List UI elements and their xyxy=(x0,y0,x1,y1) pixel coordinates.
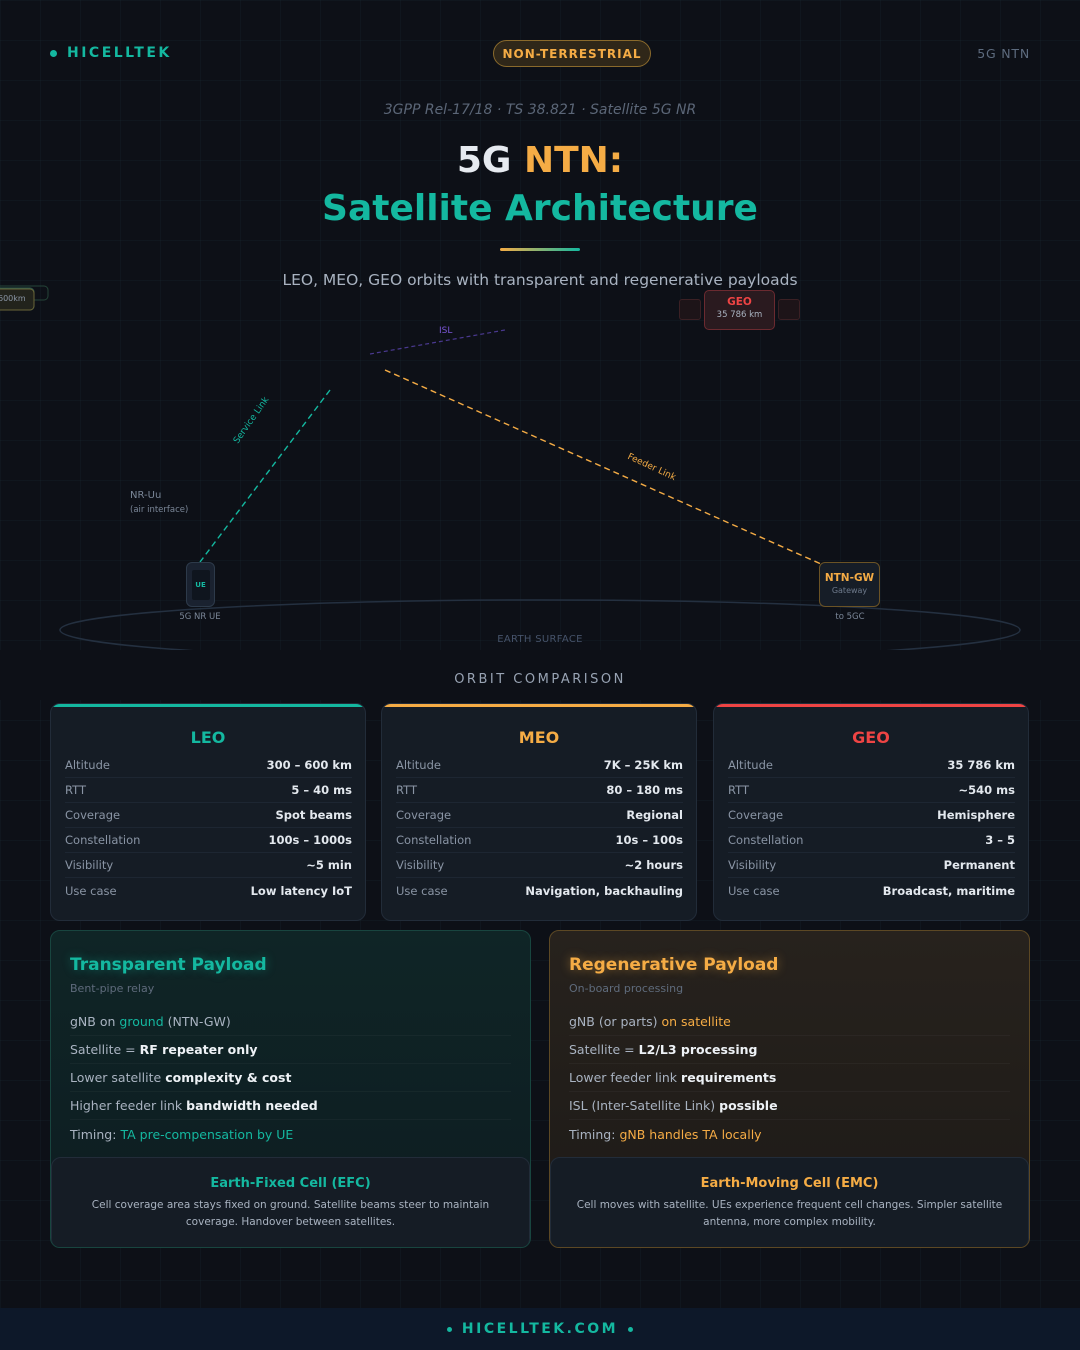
architecture-diagram: 600km xyxy=(0,285,1021,661)
brand-name: HICELLTEK xyxy=(67,45,172,61)
isl-link xyxy=(369,329,506,355)
ue-device-icon: UE xyxy=(186,562,215,607)
card-title: GEO xyxy=(852,728,890,747)
topic-label: 5G NTN xyxy=(977,46,1030,61)
transparent-payload-card: Transparent Payload Bent-pipe relay gNB … xyxy=(50,930,531,1248)
feeder-link xyxy=(384,369,831,569)
geo-node-title: GEO xyxy=(727,296,752,308)
brand-logo: HICELLTEK xyxy=(50,45,172,61)
orbit-row: Visibility~2 hours xyxy=(396,853,683,878)
earth-fixed-cell-box: Earth-Fixed Cell (EFC) Cell coverage are… xyxy=(51,1157,530,1247)
page-title-line2: Satellite Architecture xyxy=(322,188,758,229)
title-divider xyxy=(500,248,580,251)
orbit-row: Visibility~5 min xyxy=(65,853,352,878)
cell-title: Earth-Moving Cell (EMC) xyxy=(700,1176,879,1191)
payload-title: Transparent Payload xyxy=(70,955,267,975)
payload-feature: gNB (or parts)on satellite xyxy=(569,1008,1010,1036)
page-description: LEO, MEO, GEO orbits with transparent an… xyxy=(282,271,798,289)
ntn-gateway-node: NTN-GW Gateway xyxy=(819,562,880,607)
gateway-caption: to 5GC xyxy=(835,612,865,622)
cell-description: Cell coverage area stays fixed on ground… xyxy=(91,1199,490,1228)
service-link xyxy=(199,389,331,563)
gateway-title: NTN-GW xyxy=(824,572,875,584)
earth-moving-cell-box: Earth-Moving Cell (EMC) Cell moves with … xyxy=(550,1157,1029,1247)
earth-surface-label: EARTH SURFACE xyxy=(497,634,583,645)
footer-dot-icon xyxy=(628,1326,634,1332)
svg-text:600km: 600km xyxy=(0,294,26,303)
footer: HICELLTEK.COM xyxy=(0,1308,1080,1350)
air-interface-sub: (air interface) xyxy=(130,504,189,515)
footer-link[interactable]: HICELLTEK.COM xyxy=(461,1321,619,1337)
card-title: MEO xyxy=(518,728,560,747)
leo-node-box xyxy=(0,288,35,311)
air-interface-title: NR-Uu xyxy=(130,490,162,501)
regenerative-payload-card: Regenerative Payload On-board processing… xyxy=(549,930,1030,1248)
card-accent-bar xyxy=(382,704,696,707)
geo-node-altitude: 35 786 km xyxy=(716,310,763,320)
payload-feature: Timing:gNB handles TA locally xyxy=(569,1126,762,1142)
payload-feature: Timing:TA pre-compensation by UE xyxy=(70,1126,294,1142)
footer-dot-icon xyxy=(446,1326,452,1332)
geo-solar-panel-left xyxy=(679,299,701,320)
ue-caption: 5G NR UE xyxy=(179,612,221,622)
orbit-row: RTT~540 ms xyxy=(728,778,1015,803)
cell-title: Earth-Fixed Cell (EFC) xyxy=(210,1176,371,1191)
brand-dot-icon xyxy=(50,49,57,57)
title-part1: 5G xyxy=(456,140,512,181)
card-accent-bar xyxy=(51,704,365,707)
page-title-line1: 5G NTN: xyxy=(0,140,1080,181)
geo-solar-panel-right xyxy=(778,299,800,320)
gateway-sub: Gateway xyxy=(831,586,868,595)
isl-link-label: ISL xyxy=(439,326,453,336)
geo-satellite-node: GEO 35 786 km xyxy=(704,290,775,330)
cell-description: Cell moves with satellite. UEs experienc… xyxy=(576,1199,1003,1228)
payload-feature: Satellite =L2/L3 processing xyxy=(569,1036,1010,1064)
title-part2: NTN: xyxy=(523,140,624,181)
payload-subtitle: Bent-pipe relay xyxy=(70,982,155,995)
payload-title: Regenerative Payload xyxy=(569,955,779,975)
payload-subtitle: On-board processing xyxy=(569,982,684,995)
orbit-comparison-heading: ORBIT COMPARISON xyxy=(454,672,626,687)
payload-feature: Satellite =RF repeater only xyxy=(70,1036,511,1064)
ue-screen: UE xyxy=(191,569,210,600)
payload-feature: ISL (Inter-Satellite Link)possible xyxy=(569,1092,1010,1120)
air-interface-label: NR-Uu (air interface) xyxy=(130,489,188,516)
category-badge: NON-TERRESTRIAL xyxy=(493,40,651,67)
spec-line: 3GPP Rel-17/18 · TS 38.821 · Satellite 5… xyxy=(383,102,697,118)
card-accent-bar xyxy=(714,704,1028,707)
card-title: LEO xyxy=(190,728,226,747)
